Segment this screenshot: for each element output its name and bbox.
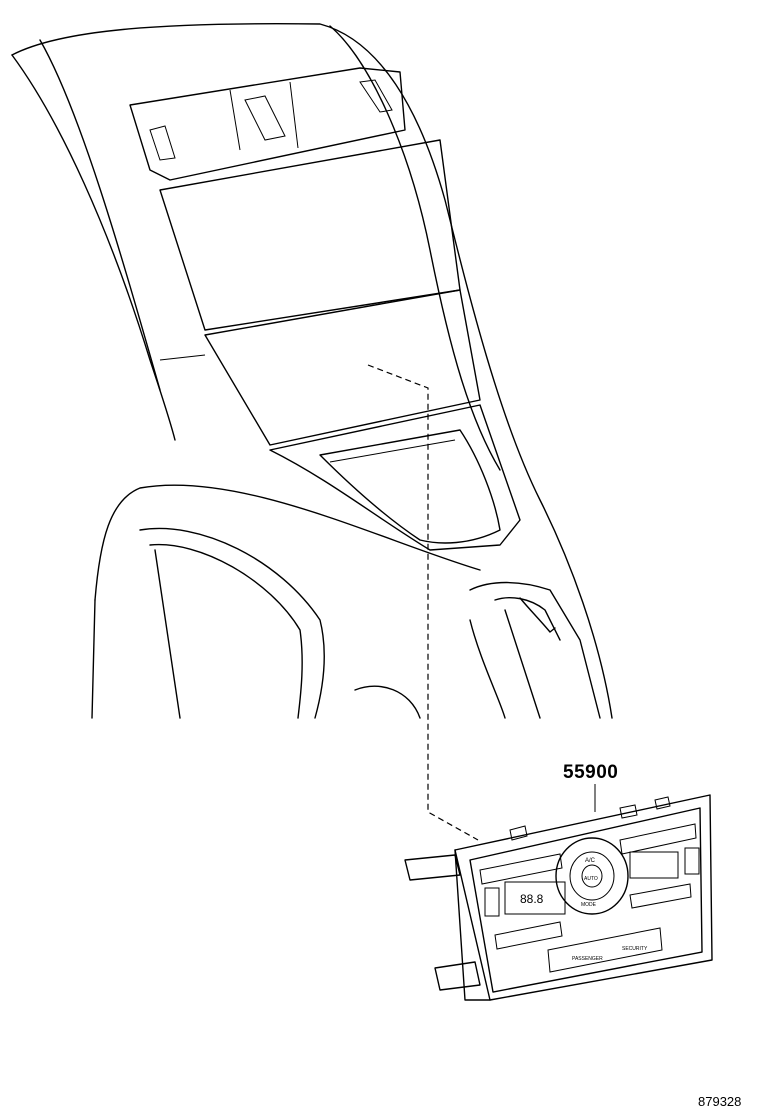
climate-control-panel: 88.8 A/C AUTO MODE PASSENGER SECURITY (404, 794, 713, 1001)
ac-label: A/C (585, 858, 596, 864)
indicator-passenger: PASSENGER (572, 956, 603, 962)
leader-line (367, 364, 479, 841)
dashboard-shell (11, 23, 613, 719)
figure-id: 879328 (698, 1094, 742, 1109)
display-reading: 88.8 (520, 892, 544, 906)
auto-label: AUTO (584, 876, 598, 882)
mode-label: MODE (581, 902, 597, 908)
part-number-callout: 55900 (563, 762, 619, 783)
indicator-security: SECURITY (622, 946, 648, 952)
